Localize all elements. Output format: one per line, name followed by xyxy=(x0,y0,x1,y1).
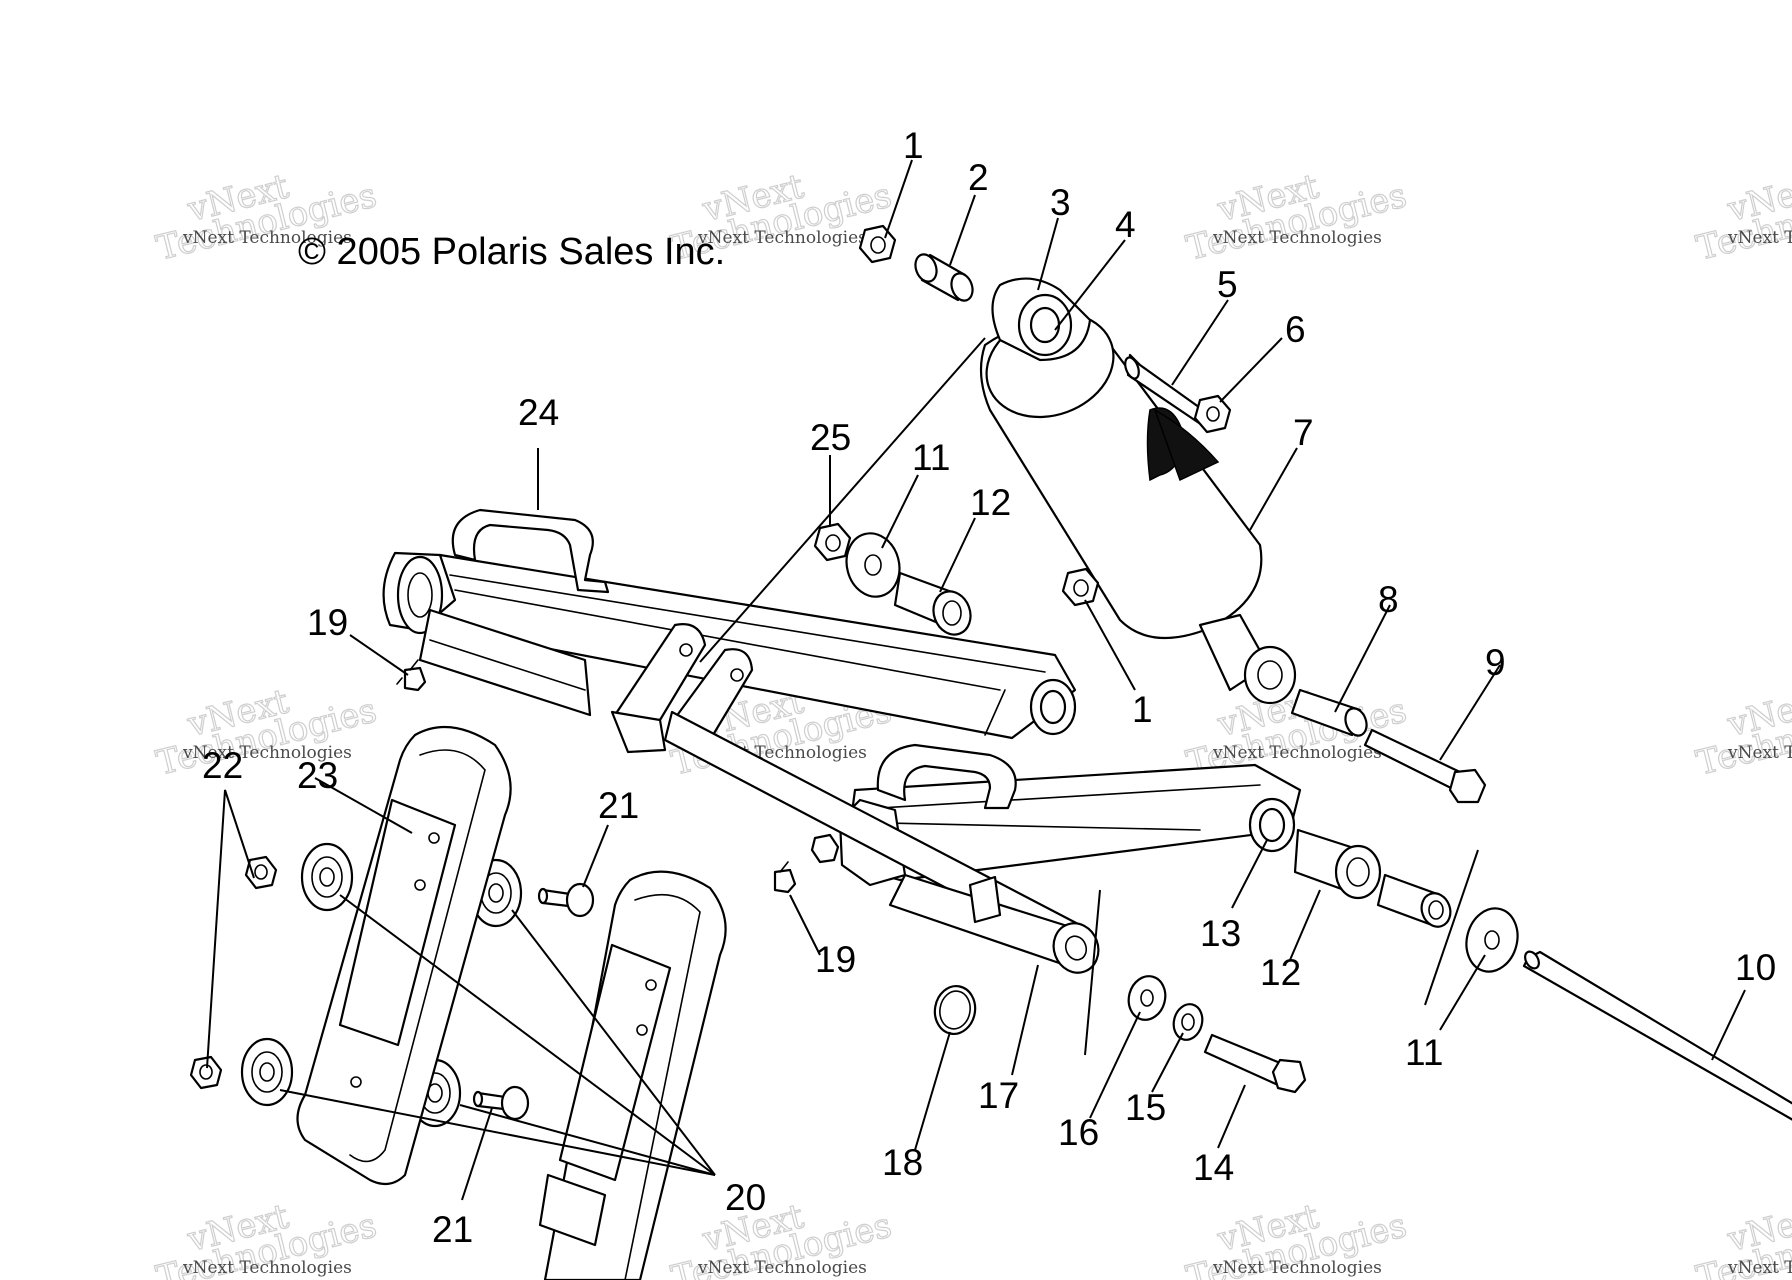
part-nut-top xyxy=(858,224,897,264)
watermark-text: vNext Technologies xyxy=(182,1258,352,1278)
watermark: Technologies vNext xyxy=(1182,166,1411,270)
callout-24: 24 xyxy=(518,392,559,433)
part-washer-16 xyxy=(1127,975,1167,1021)
callout-25: 25 xyxy=(810,417,851,458)
part-shoulder-bolt-a xyxy=(537,882,595,918)
part-shoulder-bolt-b xyxy=(472,1085,530,1121)
watermark-text: vNext Technologies xyxy=(1727,228,1792,248)
watermark-text: vNext Technologies xyxy=(1727,1258,1792,1278)
callout-20: 20 xyxy=(725,1177,766,1218)
callout-8: 8 xyxy=(1378,579,1399,620)
part-bushing-12a xyxy=(893,571,972,636)
callout-21: 21 xyxy=(432,1209,473,1250)
part-bolt-14 xyxy=(1203,1033,1307,1094)
callout-7: 7 xyxy=(1293,412,1314,453)
watermark-text: vNext Technologies xyxy=(697,1258,867,1278)
callout-22: 22 xyxy=(202,745,243,786)
watermark: Technologies vNext xyxy=(152,681,381,785)
watermark-text: vNext Technologies xyxy=(1212,228,1382,248)
part-lockwasher-15 xyxy=(1172,1003,1204,1041)
part-shock-absorber xyxy=(979,277,1297,705)
part-nut-22a xyxy=(244,855,278,890)
callout-12: 12 xyxy=(970,482,1011,523)
callout-18: 18 xyxy=(882,1142,923,1183)
watermark: Technologies vNext xyxy=(667,166,896,270)
part-nut-middle xyxy=(1061,567,1100,607)
callout-15: 15 xyxy=(1125,1087,1166,1128)
part-oring-18 xyxy=(933,985,977,1035)
callout-16: 16 xyxy=(1058,1112,1099,1153)
part-grease-fitting-a xyxy=(396,659,427,692)
callout-23: 23 xyxy=(297,755,338,796)
part-shock-bracket xyxy=(610,623,754,754)
part-nut-22b xyxy=(189,1055,223,1090)
part-upper-arm xyxy=(382,508,1077,740)
copyright-notice: © 2005 Polaris Sales Inc. xyxy=(298,231,725,273)
watermark-text: vNext Technologies xyxy=(1212,1258,1382,1278)
callout-19: 19 xyxy=(815,939,856,980)
part-grease-fitting-b xyxy=(773,861,797,894)
watermark-text: vNext Technologies xyxy=(697,228,867,248)
part-nut-25 xyxy=(813,522,852,562)
part-cross-shaft xyxy=(663,710,1100,974)
callout-19: 19 xyxy=(307,602,348,643)
part-flange-bushing-c xyxy=(240,1037,294,1107)
part-spacer-top xyxy=(914,253,974,302)
part-washer-11b xyxy=(1465,907,1519,973)
callout-11: 11 xyxy=(1405,1032,1443,1073)
callout-12: 12 xyxy=(1260,952,1301,993)
callout-9: 9 xyxy=(1485,642,1506,683)
part-rod xyxy=(1522,950,1792,1121)
callout-17: 17 xyxy=(978,1075,1019,1116)
watermark-text: vNext Technologies xyxy=(1212,743,1382,763)
part-bolt-9 xyxy=(1363,728,1487,804)
callout-14: 14 xyxy=(1193,1147,1234,1188)
watermark: Technologies vNext xyxy=(1692,166,1792,270)
callout-3: 3 xyxy=(1050,182,1071,223)
callouts: 1 2 3 4 5 6 7 24 25 11 12 19 1 8 9 22 23… xyxy=(202,125,1776,1250)
callout-11: 11 xyxy=(912,437,950,478)
part-link-a xyxy=(296,725,512,1186)
callout-1: 1 xyxy=(903,125,924,166)
callout-1: 1 xyxy=(1132,689,1153,730)
callout-6: 6 xyxy=(1285,309,1306,350)
part-bushing-outer xyxy=(1376,873,1452,928)
callout-10: 10 xyxy=(1735,947,1776,988)
callout-2: 2 xyxy=(968,157,989,198)
part-bushing-12b xyxy=(1293,828,1382,900)
watermark-text: vNext Technologies xyxy=(182,743,352,763)
callout-5: 5 xyxy=(1217,264,1238,305)
part-flange-bushing-a xyxy=(300,842,354,912)
part-hex-nut xyxy=(1193,394,1232,434)
watermark-text: vNext Technologies xyxy=(182,228,352,248)
watermark-text: vNext Technologies xyxy=(1727,743,1792,763)
watermark: Technologies vNext xyxy=(1692,681,1792,785)
part-nut-small xyxy=(810,833,840,864)
callout-21: 21 xyxy=(598,785,639,826)
callout-13: 13 xyxy=(1200,913,1241,954)
part-link-b xyxy=(538,870,727,1280)
part-washer-11a xyxy=(845,532,901,598)
callout-4: 4 xyxy=(1115,204,1136,245)
leader-lines xyxy=(206,159,1746,1201)
